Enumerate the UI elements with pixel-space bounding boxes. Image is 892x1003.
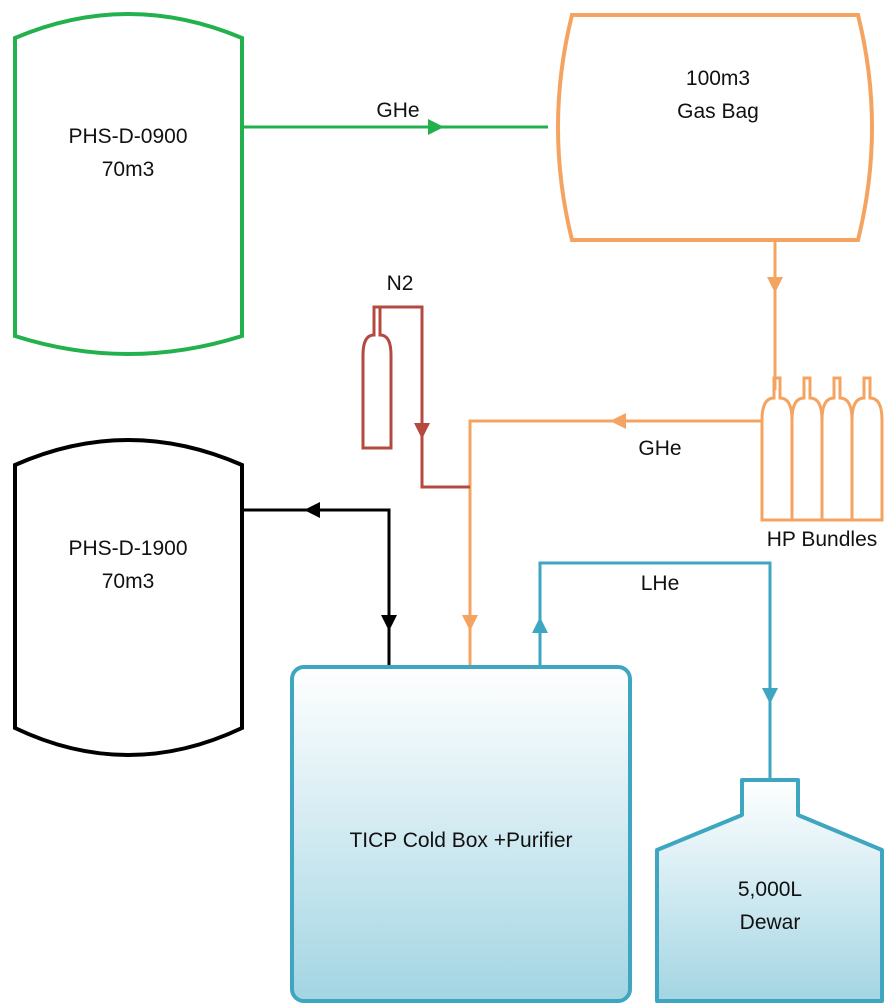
- cold-box-label: TICP Cold Box +Purifier: [349, 829, 572, 852]
- phs-d-1900-tank: [13, 438, 244, 757]
- gas-bag-volume: 100m3: [686, 67, 750, 90]
- ghe-top-label: GHe: [376, 99, 419, 122]
- ghe-mid-label: GHe: [638, 437, 681, 460]
- ghe-green-arrow: [428, 119, 444, 135]
- black-line: [242, 508, 391, 667]
- ghe-orange-arrow-left: [610, 413, 626, 429]
- ticp-cold-box: [290, 665, 632, 1003]
- hp-bundles: [760, 376, 884, 522]
- n2-cylinder: [361, 305, 393, 450]
- lhe-label: LHe: [641, 572, 680, 595]
- phs-d-1900-name: PHS-D-1900: [68, 537, 187, 560]
- phs-d-1900-volume: 70m3: [102, 570, 155, 593]
- phs-d-0900-volume: 70m3: [102, 158, 155, 181]
- phs-d-0900-name: PHS-D-0900: [68, 125, 187, 148]
- ghe-orange-arrow-down: [462, 615, 478, 631]
- gas-bag: [556, 13, 874, 242]
- phs-d-0900-tank: [13, 12, 244, 356]
- n2-label: N2: [387, 272, 414, 295]
- n2-line: [380, 305, 470, 489]
- lhe-arrow-up: [532, 617, 548, 633]
- dewar: [655, 778, 884, 1003]
- dewar-label: Dewar: [740, 911, 801, 934]
- black-arrow-down: [381, 615, 397, 631]
- gas-bag-label: Gas Bag: [677, 100, 759, 123]
- black-arrow-left: [304, 502, 320, 518]
- hp-bundles-label: HP Bundles: [767, 528, 878, 551]
- gasbag-to-bundles-arrow: [767, 277, 783, 293]
- n2-arrow: [414, 423, 430, 439]
- ghe-orange-line: [468, 419, 762, 667]
- lhe-line: [538, 561, 772, 780]
- dewar-volume: 5,000L: [738, 878, 802, 901]
- lhe-arrow-down: [762, 688, 778, 704]
